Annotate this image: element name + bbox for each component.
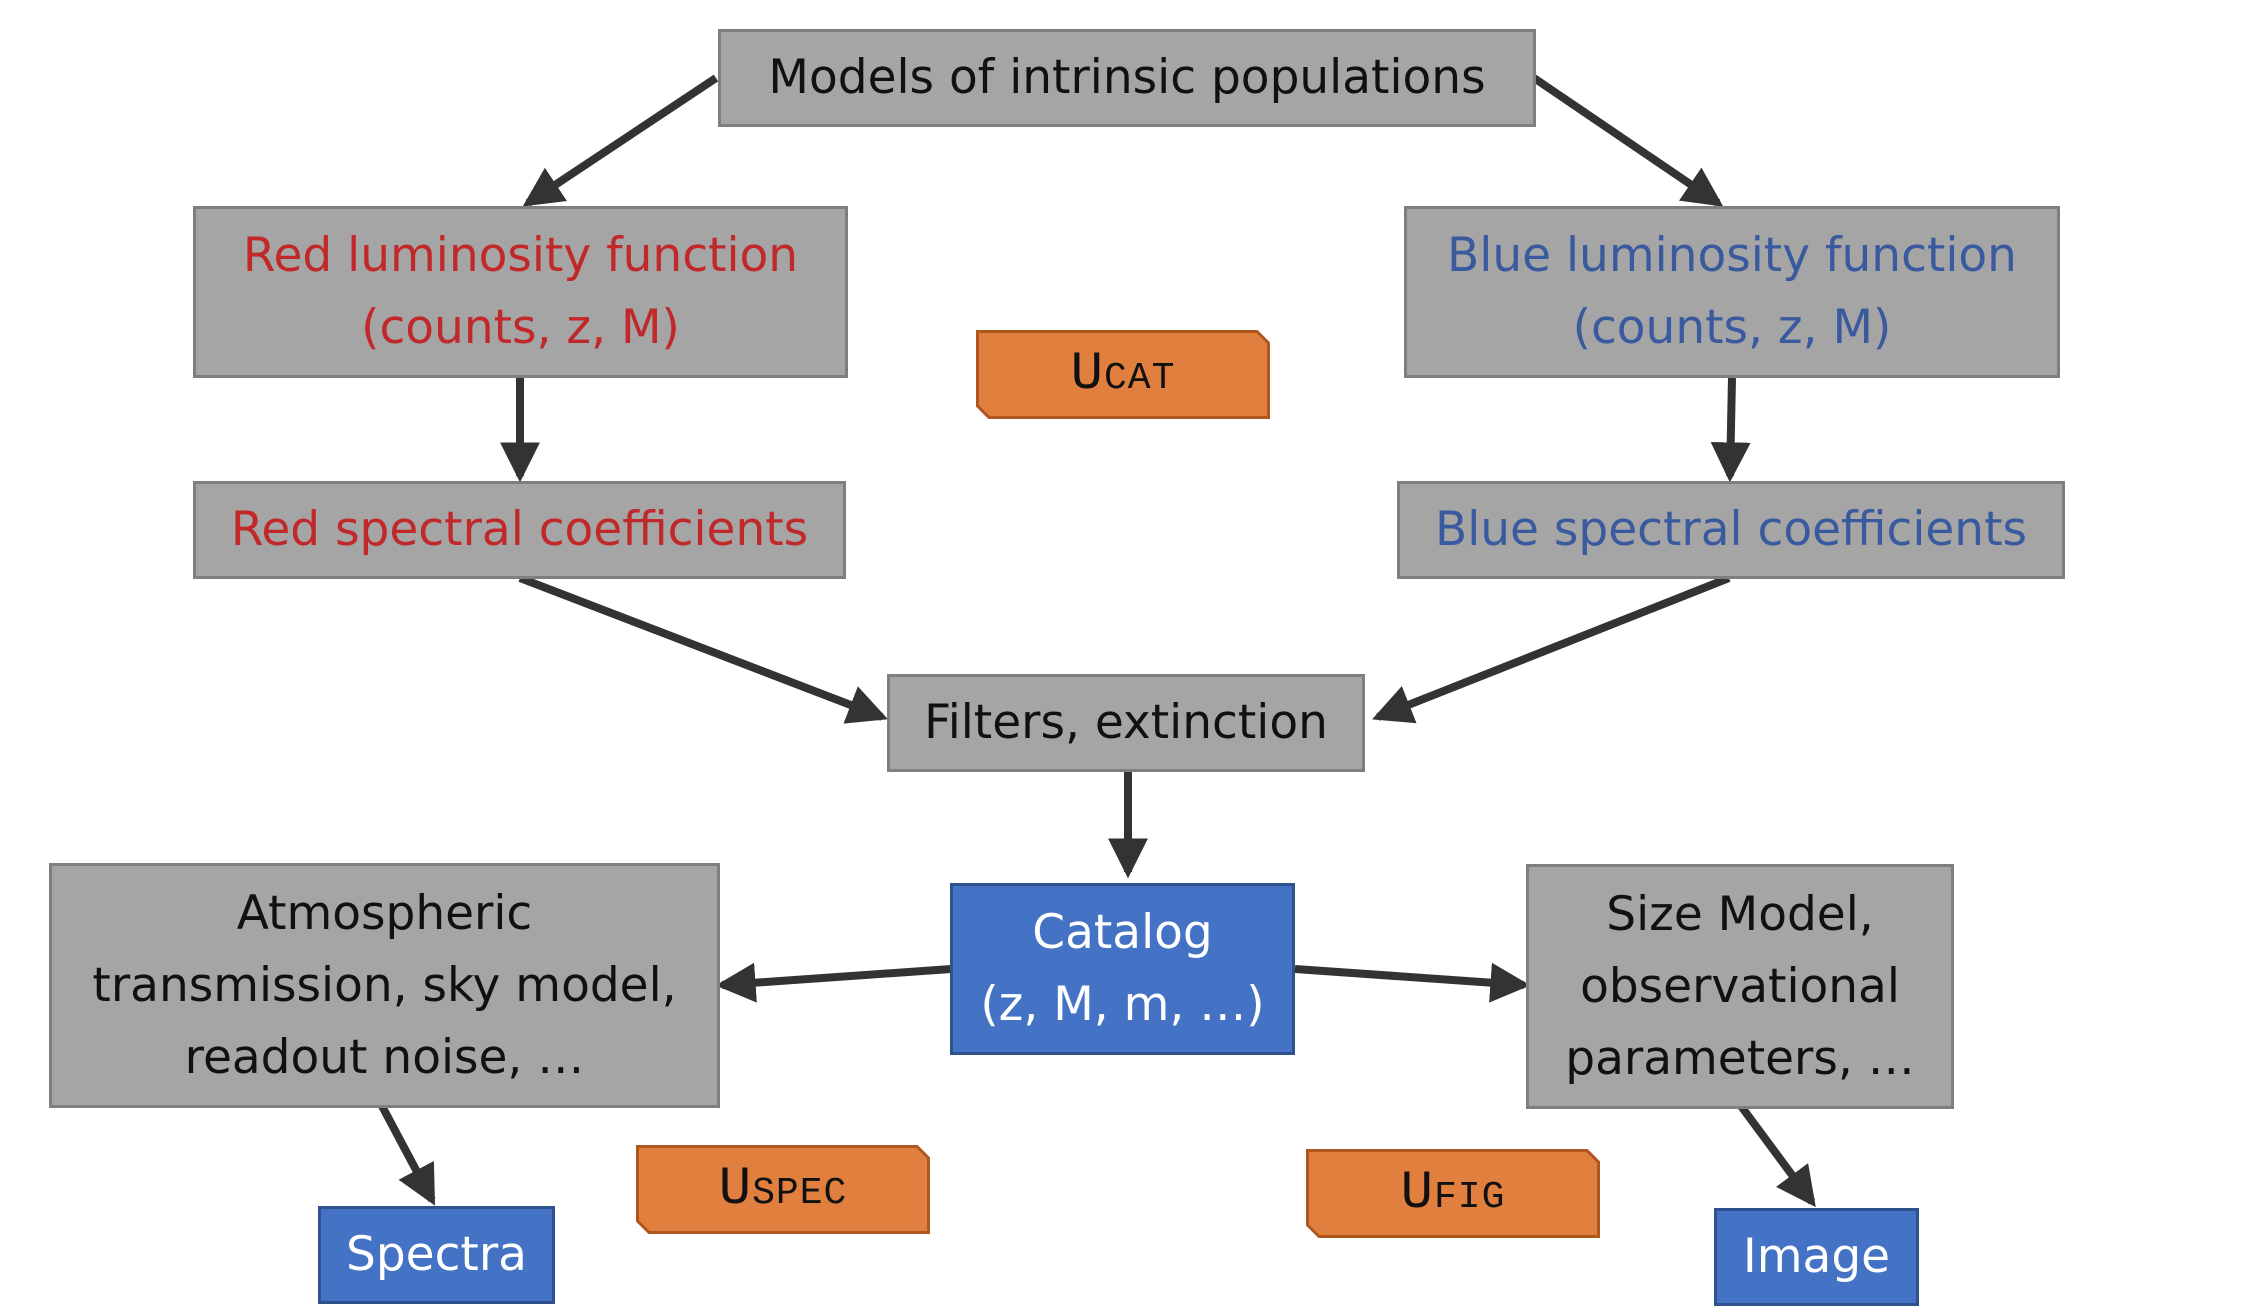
arrow-models-to-blue-lf — [1531, 74, 1724, 207]
node-models: Models of intrinsic populations — [718, 29, 1536, 127]
arrow-blue-lf-to-blue-spec — [1710, 377, 1751, 483]
tag-ufig: Ufig — [1306, 1149, 1600, 1238]
node-image: Image — [1714, 1208, 1919, 1306]
node-spectra: Spectra — [318, 1206, 555, 1304]
node-red-spec-line-1: Red spectral coefficients — [230, 502, 809, 557]
arrow-catalog-to-size-model — [1294, 962, 1531, 1003]
arrow-size-model-to-image — [1737, 1103, 1816, 1208]
node-size-model: Size Model, observational parameters, … — [1526, 864, 1954, 1109]
tag-ufig-shape — [1306, 1149, 1600, 1238]
node-size-model-line-1: Size Model, — [1606, 886, 1874, 942]
node-blue-luminosity-function: Blue luminosity function (counts, z, M) — [1404, 206, 2060, 378]
tag-ucat-shape — [976, 330, 1270, 419]
node-blue-lf-line-2: (counts, z, M) — [1572, 300, 1892, 355]
tag-ucat: Ucat — [976, 330, 1270, 419]
node-atmos-line-2: transmission, sky model, — [92, 957, 677, 1013]
arrow-atmos-to-spectra — [378, 1104, 436, 1206]
node-blue-spectral-coefficients: Blue spectral coefficients — [1397, 481, 2065, 579]
node-atmospheric-transmission: Atmospheric transmission, sky model, rea… — [49, 863, 720, 1108]
tag-ufig-label: Ufig — [1400, 1163, 1506, 1224]
node-red-lf-line-2: (counts, z, M) — [361, 300, 680, 355]
node-red-luminosity-function: Red luminosity function (counts, z, M) — [193, 206, 848, 378]
node-red-lf-line-1: Red luminosity function — [242, 228, 799, 283]
node-size-model-line-2: observational — [1580, 958, 1900, 1014]
tag-ucat-label: Ucat — [1070, 344, 1176, 405]
arrow-blue-spec-to-filters — [1372, 574, 1731, 724]
arrow-models-to-red-lf — [522, 74, 719, 207]
node-blue-spec-line-1: Blue spectral coefficients — [1434, 502, 2028, 557]
node-filters-extinction: Filters, extinction — [887, 674, 1365, 772]
tag-uspec-shape — [636, 1145, 930, 1234]
node-catalog-line-2: (z, M, m, …) — [980, 977, 1265, 1032]
node-size-model-line-3: parameters, … — [1565, 1030, 1915, 1086]
node-catalog: Catalog (z, M, m, …) — [950, 883, 1295, 1055]
node-filters-line-1: Filters, extinction — [924, 695, 1328, 750]
tag-uspec-label: Uspec — [718, 1159, 848, 1220]
node-catalog-line-1: Catalog — [1032, 905, 1213, 960]
node-atmos-line-1: Atmospheric — [236, 885, 533, 941]
tag-uspec: Uspec — [636, 1145, 930, 1234]
node-blue-lf-line-1: Blue luminosity function — [1447, 228, 2017, 283]
node-image-line-1: Image — [1742, 1229, 1891, 1284]
node-red-spectral-coefficients: Red spectral coefficients — [193, 481, 846, 579]
node-atmos-line-3: readout noise, … — [184, 1029, 585, 1085]
arrow-catalog-to-atmos — [715, 962, 952, 1003]
arrow-red-spec-to-filters — [518, 574, 888, 724]
node-spectra-line-1: Spectra — [346, 1227, 527, 1282]
node-models-line-1: Models of intrinsic populations — [768, 50, 1486, 105]
